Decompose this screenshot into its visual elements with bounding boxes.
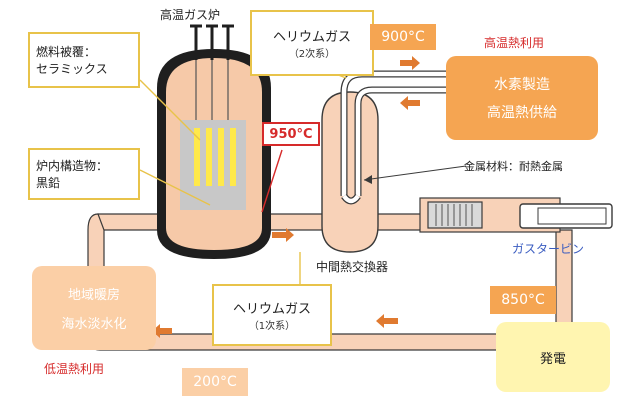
control-rods: [190, 24, 234, 60]
gas-turbine-body: [427, 201, 483, 229]
temp-850-box: 850°C: [490, 286, 556, 314]
arrow-right-primary: [272, 228, 294, 242]
fuel-rod-3: [218, 128, 224, 186]
secondary-loop-tube-inner-fill: [355, 87, 446, 196]
low-temp-use-title: 低温熱利用: [44, 362, 105, 376]
power-generation-box: 発電: [496, 322, 610, 392]
fuel-rod-4: [230, 128, 236, 186]
leader-material: [363, 165, 467, 181]
desalination-label: 海水淡水化: [61, 317, 127, 332]
gas-turbine-blades: [435, 204, 473, 226]
hydrogen-production-label: 水素製造: [494, 77, 550, 93]
control-rod-guides: [195, 60, 229, 120]
temp-900-box: 900°C: [370, 24, 436, 50]
secondary-helium-box: ヘリウムガス （2次系）: [250, 10, 374, 76]
outlet-temp-label: 950°C: [269, 126, 313, 142]
temp-200-label: 200°C: [193, 374, 237, 390]
power-generation-label: 発電: [539, 351, 566, 367]
core-structure-label-line2: 黒鉛: [36, 176, 61, 190]
generator-inner: [537, 207, 607, 225]
high-temp-heat-supply-label: 高温熱供給: [487, 105, 557, 121]
fuel-cladding-label-line1: 燃料被覆：: [36, 45, 97, 59]
temp-200-box: 200°C: [182, 368, 248, 396]
arrow-left-bottom: [376, 314, 398, 328]
low-temp-use-box: 地域暖房 海水淡水化: [32, 266, 156, 350]
high-temp-use-title: 高温熱利用: [484, 36, 545, 50]
reactor-title: 高温ガス炉: [160, 8, 221, 22]
primary-helium-sub: （1次系）: [248, 321, 296, 332]
temp-900-label: 900°C: [381, 29, 425, 45]
leader-outlet: [261, 149, 283, 213]
leader-material-head: [364, 175, 372, 184]
primary-helium-label: ヘリウムガス: [232, 302, 311, 317]
heat-exchanger-material-label: 金属材料：耐熱金属: [464, 160, 563, 173]
core-structure-label-line1: 炉内構造物：: [36, 159, 109, 173]
arrow-right-secondary: [400, 56, 420, 70]
fuel-rod-1: [194, 128, 200, 186]
fuel-cladding-box: 燃料被覆： セラミックス: [28, 32, 140, 88]
fuel-cladding-label-line2: セラミックス: [36, 62, 108, 76]
secondary-loop-bottom-fill: [342, 194, 360, 204]
core-structure-box: 炉内構造物： 黒鉛: [28, 148, 140, 200]
high-temp-use-box: 水素製造 高温熱供給: [446, 56, 598, 140]
gas-turbine-label: ガスタービン: [512, 242, 585, 256]
arrow-left-secondary: [400, 96, 420, 110]
flow-arrows: [152, 56, 420, 338]
arrow-left-bottom-2: [152, 324, 172, 338]
heat-exchanger-vessel: [321, 91, 379, 253]
reactor-core: [180, 120, 246, 210]
district-heating-label: 地域暖房: [67, 288, 120, 303]
fuel-rod-2: [206, 128, 212, 186]
outlet-temp-box: 950°C: [262, 122, 320, 146]
heat-exchanger-label: 中間熱交換器: [316, 260, 389, 274]
secondary-helium-label: ヘリウムガス: [272, 30, 351, 45]
primary-helium-box: ヘリウムガス （1次系）: [212, 284, 332, 346]
secondary-helium-sub: （2次系）: [288, 49, 336, 60]
temp-850-label: 850°C: [501, 292, 545, 308]
